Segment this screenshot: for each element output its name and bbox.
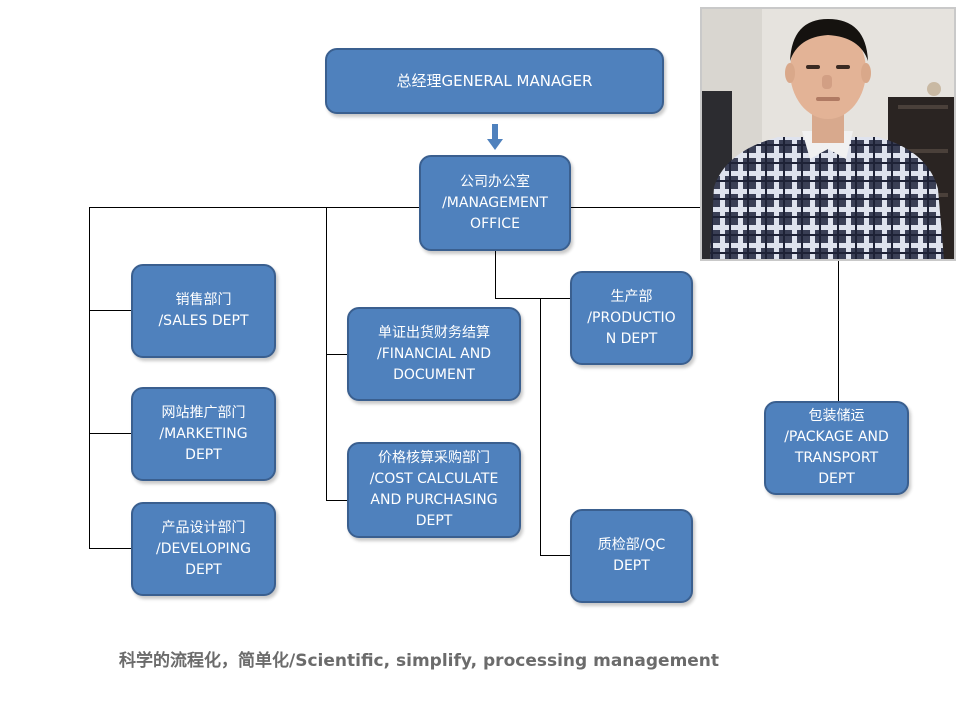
connector-left-trunk bbox=[89, 207, 90, 548]
sales-line-1: 销售部门 bbox=[175, 292, 232, 308]
office-line-2: /MANAGEMENT bbox=[442, 194, 548, 211]
connector-right-trunk bbox=[540, 298, 541, 555]
sales-dept-box: 销售部门 /SALES DEPT bbox=[131, 264, 276, 358]
qc-line-2: DEPT bbox=[613, 558, 650, 574]
production-line-2: /PRODUCTIO bbox=[587, 309, 676, 326]
presenter-illustration bbox=[702, 9, 954, 259]
cost-line-1: 价格核算采购部门 bbox=[378, 450, 490, 466]
connector-to-cost bbox=[326, 500, 348, 501]
office-line-3: OFFICE bbox=[470, 215, 520, 232]
connector-to-package bbox=[838, 207, 839, 402]
package-line-2: /PACKAGE AND bbox=[784, 429, 889, 445]
package-line-4: DEPT bbox=[818, 471, 855, 487]
production-line-1: 生产部 bbox=[610, 288, 653, 305]
qc-dept-box: 质检部/QC DEPT bbox=[570, 509, 693, 603]
management-office-box: 公司办公室 /MANAGEMENT OFFICE bbox=[419, 155, 571, 251]
connector-to-qc bbox=[540, 555, 571, 556]
footer-caption: 科学的流程化，简单化/Scientific, simplify, process… bbox=[119, 651, 720, 671]
developing-line-1: 产品设计部门 bbox=[161, 519, 246, 536]
connector-to-marketing bbox=[89, 433, 132, 434]
developing-line-3: DEPT bbox=[185, 561, 222, 578]
cost-line-3: AND PURCHASING bbox=[370, 492, 498, 508]
connector-to-developing bbox=[89, 548, 132, 549]
financial-line-2: /FINANCIAL AND bbox=[377, 345, 491, 362]
package-line-1: 包装储运 bbox=[808, 408, 865, 424]
financial-document-box: 单证出货财务结算 /FINANCIAL AND DOCUMENT bbox=[347, 307, 521, 401]
cost-line-4: DEPT bbox=[415, 513, 453, 529]
connector-to-financial bbox=[326, 354, 348, 355]
package-transport-box: 包装储运 /PACKAGE AND TRANSPORT DEPT bbox=[764, 401, 909, 495]
financial-line-3: DOCUMENT bbox=[393, 366, 475, 383]
marketing-dept-box: 网站推广部门 /MARKETING DEPT bbox=[131, 387, 276, 481]
developing-dept-box: 产品设计部门 /DEVELOPING DEPT bbox=[131, 502, 276, 596]
financial-line-1: 单证出货财务结算 bbox=[377, 324, 490, 341]
production-line-3: N DEPT bbox=[605, 330, 658, 347]
connector-office-branch bbox=[495, 298, 571, 299]
package-line-3: TRANSPORT bbox=[794, 450, 879, 466]
qc-line-1: 质检部/QC bbox=[597, 537, 666, 553]
connector-to-sales bbox=[89, 310, 132, 311]
office-line-1: 公司办公室 bbox=[459, 173, 530, 190]
marketing-line-1: 网站推广部门 bbox=[161, 404, 246, 421]
marketing-line-2: /MARKETING bbox=[159, 425, 248, 442]
general-manager-label: 总经理GENERAL MANAGER bbox=[396, 71, 593, 90]
down-arrow-icon bbox=[487, 124, 503, 150]
general-manager-box: 总经理GENERAL MANAGER bbox=[325, 48, 664, 114]
sales-line-2: /SALES DEPT bbox=[158, 313, 249, 329]
presenter-photo bbox=[700, 7, 956, 261]
developing-line-2: /DEVELOPING bbox=[156, 540, 251, 557]
marketing-line-3: DEPT bbox=[185, 446, 222, 463]
production-dept-box: 生产部 /PRODUCTIO N DEPT bbox=[570, 271, 693, 365]
cost-purchasing-box: 价格核算采购部门 /COST CALCULATE AND PURCHASING … bbox=[347, 442, 521, 538]
connector-office-down bbox=[495, 250, 496, 298]
cost-line-2: /COST CALCULATE bbox=[369, 471, 499, 487]
